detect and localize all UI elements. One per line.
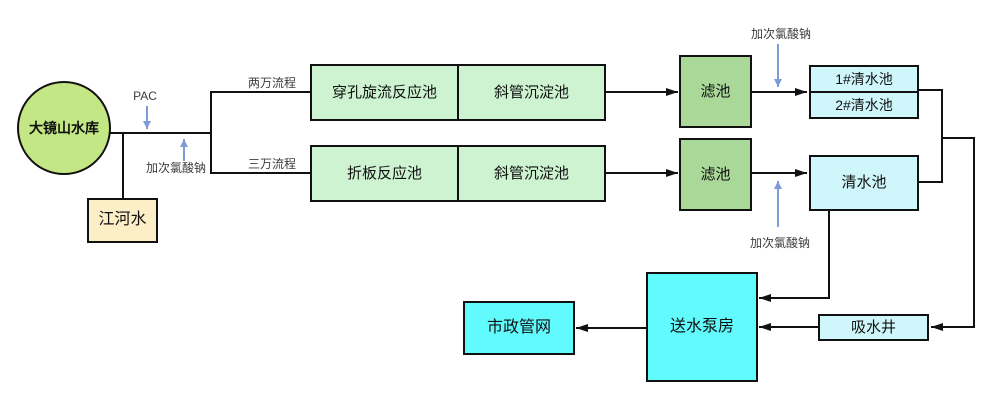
label-chem-top: 加次氯酸钠 bbox=[751, 27, 812, 41]
node-river-water: 江河水 bbox=[87, 198, 158, 243]
node-reaction-pool-1: 穿孔旋流反应池 bbox=[312, 66, 459, 119]
node-reservoir: 大镜山水库 bbox=[17, 81, 111, 175]
node-reaction-pool-2: 折板反应池 bbox=[312, 147, 459, 200]
label-chem-bottom: 加次氯酸钠 bbox=[750, 236, 811, 250]
node-suction-well: 吸水井 bbox=[818, 314, 929, 341]
node-sediment-pool-2: 斜管沉淀池 bbox=[493, 164, 569, 182]
node-clearwater-main: 清水池 bbox=[809, 155, 919, 211]
process-train-2: 折板反应池 斜管沉淀池 bbox=[310, 145, 606, 202]
label-pac: PAC bbox=[133, 89, 157, 103]
node-filter-1: 滤池 bbox=[679, 55, 752, 128]
label-flow-30k: 三万流程 bbox=[248, 157, 297, 171]
node-municipal-network: 市政管网 bbox=[463, 301, 575, 355]
node-clearwater-1: 1#清水池 bbox=[811, 67, 917, 93]
process-train-1: 穿孔旋流反应池 斜管沉淀池 bbox=[310, 64, 606, 121]
clearwater-tanks-stack: 1#清水池 2#清水池 bbox=[809, 65, 919, 119]
label-flow-20k: 两万流程 bbox=[248, 76, 297, 90]
node-clearwater-2: 2#清水池 bbox=[835, 96, 893, 113]
node-filter-2: 滤池 bbox=[679, 138, 752, 211]
node-pump-station: 送水泵房 bbox=[646, 272, 758, 382]
node-sediment-pool-1: 斜管沉淀池 bbox=[493, 83, 569, 101]
label-chem-left: 加次氯酸钠 bbox=[146, 161, 207, 175]
